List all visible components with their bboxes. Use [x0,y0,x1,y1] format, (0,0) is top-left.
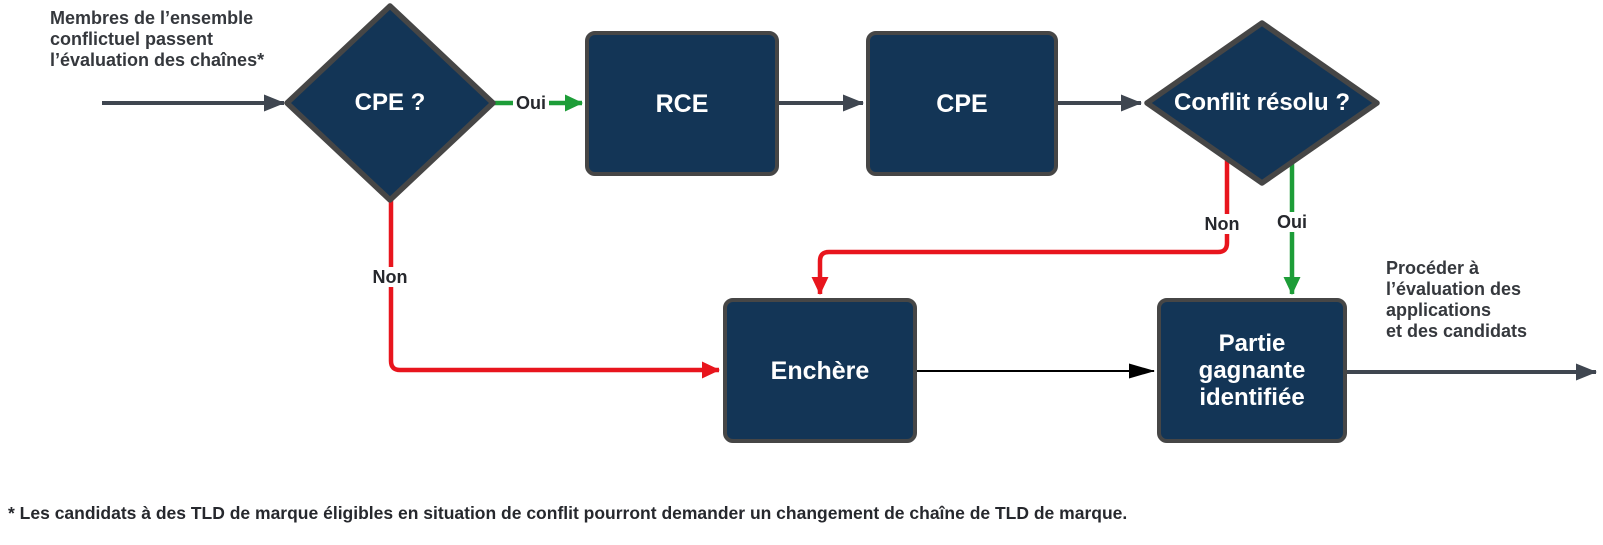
arrow-conflict-non [811,158,1230,295]
auction-box: Enchère [723,298,917,443]
winner-box: Partie gagnante identifiée [1157,298,1347,443]
end-label: Procéder à l’évaluation des applications… [1386,258,1528,341]
start-label: Membres de l’ensemble conflictuel passen… [50,8,265,70]
footnote: * Les candidats à des TLD de marque élig… [8,503,1128,523]
conflict-oui-label: Oui [1274,212,1310,232]
conflict-non-label: Non [1201,214,1243,234]
cpe-oui-label: Oui [513,93,549,113]
cpe-non-label: Non [369,267,411,287]
rce-box: RCE [585,31,779,176]
conflict-resolved-diamond [1144,20,1380,186]
arrow-cpe-non [388,192,720,379]
cpe-box: CPE [866,31,1058,176]
cpe-question-diamond [284,3,496,203]
